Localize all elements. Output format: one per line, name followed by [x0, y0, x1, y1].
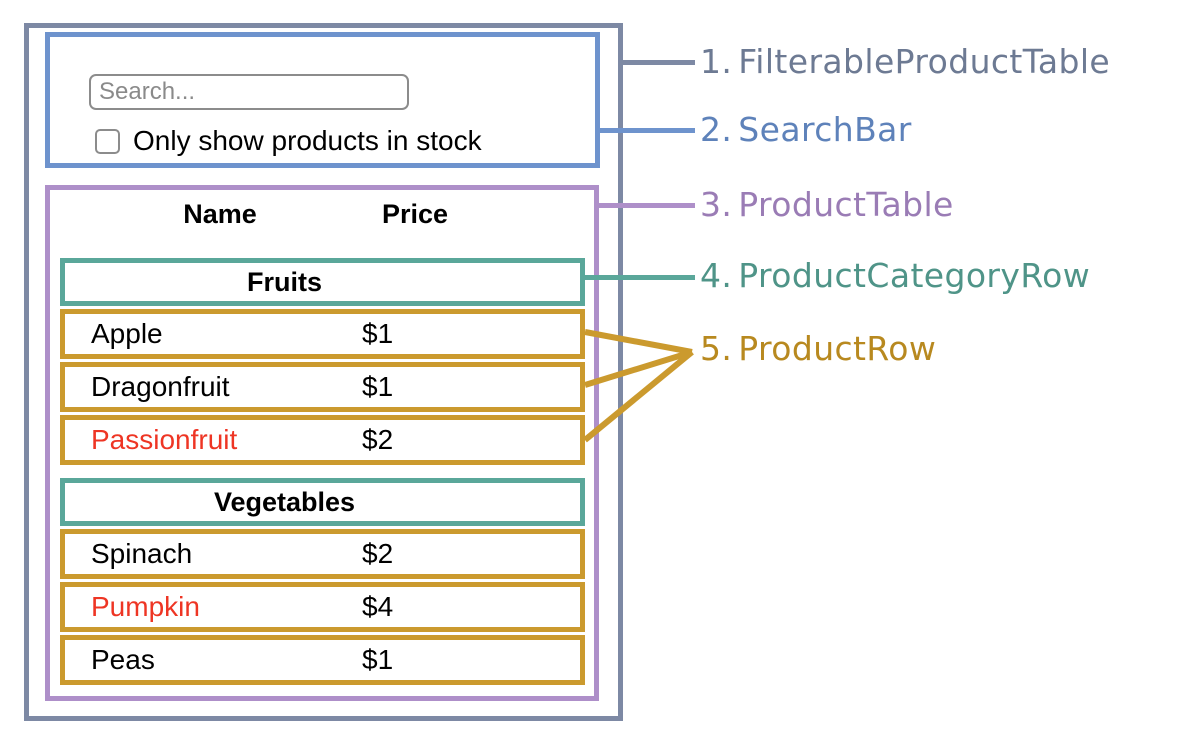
- callout-label: ProductTable: [738, 185, 954, 224]
- product-row: Passionfruit $2: [60, 415, 585, 465]
- callout-filterable-product-table: 1.FilterableProductTable: [700, 45, 1110, 79]
- callout-product-row: 5.ProductRow: [700, 332, 936, 366]
- leader-line-search-bar: [600, 128, 695, 133]
- product-name: Passionfruit: [91, 424, 238, 455]
- in-stock-filter-row[interactable]: Only show products in stock: [95, 126, 482, 156]
- leader-line-filterable-product-table: [623, 60, 695, 65]
- callout-product-category-row: 4.ProductCategoryRow: [700, 259, 1090, 293]
- product-name: Pumpkin: [91, 591, 200, 622]
- product-price: $1: [362, 371, 394, 402]
- product-category-row: Fruits: [60, 258, 585, 306]
- product-price: $1: [362, 644, 394, 675]
- callout-number: 3.: [700, 185, 733, 224]
- leader-line-product-category-row: [585, 275, 695, 280]
- product-name: Spinach: [91, 538, 193, 569]
- product-price: $1: [362, 318, 394, 349]
- product-row: Apple $1: [60, 309, 585, 359]
- callout-product-table: 3.ProductTable: [700, 188, 954, 222]
- callout-number: 5.: [700, 329, 733, 368]
- callout-label: SearchBar: [738, 110, 912, 149]
- product-table-frame: [45, 185, 599, 701]
- product-price: $2: [362, 538, 394, 569]
- product-row: Spinach $2: [60, 529, 585, 579]
- callout-search-bar: 2.SearchBar: [700, 113, 912, 147]
- product-name: Peas: [91, 644, 155, 675]
- search-input[interactable]: [89, 74, 409, 110]
- callout-label: FilterableProductTable: [738, 42, 1111, 81]
- product-category-label: Fruits: [246, 266, 322, 297]
- product-name: Apple: [91, 318, 163, 349]
- product-name: Dragonfruit: [91, 371, 230, 402]
- leader-line-product-table: [598, 203, 695, 208]
- search-bar-frame: [45, 32, 600, 168]
- product-category-row: Vegetables: [60, 478, 585, 526]
- product-row: Peas $1: [60, 635, 585, 685]
- in-stock-checkbox-label: Only show products in stock: [133, 125, 482, 156]
- callout-number: 1.: [700, 42, 733, 81]
- product-price: $4: [362, 591, 394, 622]
- product-price: $2: [362, 424, 394, 455]
- product-row: Pumpkin $4: [60, 582, 585, 632]
- product-category-label: Vegetables: [213, 486, 356, 517]
- column-header-name: Name: [183, 199, 257, 229]
- column-header-price: Price: [381, 199, 449, 229]
- in-stock-checkbox[interactable]: [95, 128, 120, 154]
- callout-label: ProductCategoryRow: [738, 256, 1091, 295]
- callout-label: ProductRow: [738, 329, 937, 368]
- callout-number: 4.: [700, 256, 733, 295]
- product-row: Dragonfruit $1: [60, 362, 585, 412]
- callout-number: 2.: [700, 110, 733, 149]
